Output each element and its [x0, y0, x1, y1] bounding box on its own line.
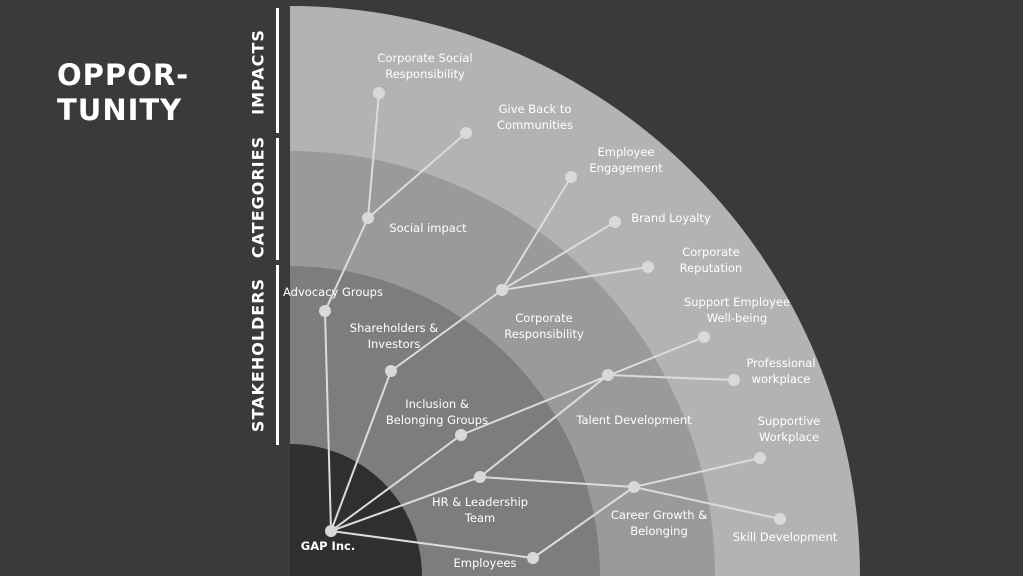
edge-shareholders-corp_resp [390, 289, 503, 372]
label-line: Engagement [589, 161, 663, 175]
label-line: Belonging [630, 524, 688, 538]
label-line: Employees [454, 556, 517, 570]
label-skill-dev: Skill Development [733, 530, 838, 544]
label-line: Investors [368, 337, 421, 351]
edge-gap-hr [330, 476, 481, 532]
label-line: Give Back to [499, 102, 572, 116]
label-line: Team [464, 511, 495, 525]
edge-career_growth-skill_dev [633, 486, 781, 520]
label-line: Workplace [759, 430, 819, 444]
label-gap: GAP Inc. [301, 539, 355, 553]
edge-corp_resp-engagement [501, 176, 572, 291]
core-ring [290, 444, 422, 576]
node-hr [474, 471, 486, 483]
label-advocacy: Advocacy Groups [283, 285, 383, 299]
label-line: Talent Development [575, 413, 692, 427]
label-line: GAP Inc. [301, 539, 355, 553]
node-give-back [460, 127, 472, 139]
node-talent-dev [602, 369, 614, 381]
label-line: Communities [497, 118, 573, 132]
label-social-impact: Social impact [389, 221, 467, 235]
label-line: Supportive [758, 414, 821, 428]
label-line: Support Employee [684, 295, 790, 309]
label-line: Reputation [680, 261, 743, 275]
label-line: Corporate Social [377, 51, 472, 65]
label-line: HR & Leadership [432, 495, 528, 509]
divider-stakeholders [276, 265, 279, 445]
label-line: Belonging Groups [386, 413, 488, 427]
label-give-back: Give Back to Communities [497, 102, 573, 132]
title-line-1: OPPOR- [57, 58, 190, 92]
edge-hr-career_growth [479, 476, 635, 488]
node-inclusion [455, 429, 467, 441]
node-csr [373, 87, 385, 99]
node-shareholders [385, 365, 397, 377]
edge-gap-advocacy [324, 310, 332, 532]
label-line: Skill Development [733, 530, 838, 544]
node-engagement [565, 171, 577, 183]
node-supportive [754, 452, 766, 464]
label-inclusion: Inclusion & Belonging Groups [386, 397, 488, 427]
node-corp-resp [496, 284, 508, 296]
label-line: Corporate [515, 311, 573, 325]
label-line: Employee [598, 145, 655, 159]
edge-advocacy-social_impact [324, 217, 369, 312]
label-line: Inclusion & [405, 397, 469, 411]
node-reputation [642, 261, 654, 273]
edge-corp_resp-brand_loyalty [501, 221, 616, 291]
edge-hr-talent_dev [479, 374, 609, 478]
node-social-impact [362, 212, 374, 224]
label-line: Career Growth & [611, 508, 707, 522]
node-advocacy [319, 305, 331, 317]
node-career-growth [628, 481, 640, 493]
node-wellbeing [698, 331, 710, 343]
label-talent-dev: Talent Development [575, 413, 692, 427]
label-line: Responsibility [504, 327, 584, 341]
label-brand-loyalty: Brand Loyalty [631, 211, 711, 225]
edge-inclusion-wellbeing [460, 336, 705, 436]
label-line: Advocacy Groups [283, 285, 383, 299]
label-employees: Employees [454, 556, 517, 570]
edge-gap-employees [330, 530, 534, 559]
edge-corp_resp-reputation [501, 266, 649, 291]
edge-social_impact-give_back [367, 132, 467, 219]
edge-gap-inclusion [330, 434, 462, 532]
divider-categories [276, 138, 279, 260]
divider-impacts [276, 8, 279, 133]
label-line: workplace [752, 372, 811, 386]
label-line: Social impact [389, 221, 467, 235]
label-line: Shareholders & [350, 321, 438, 335]
band-label-categories: CATEGORIES [248, 135, 268, 259]
label-shareholders: Shareholders & Investors [350, 321, 438, 351]
edge-social_impact-csr [367, 92, 380, 219]
label-line: Professional [746, 356, 815, 370]
label-line: Brand Loyalty [631, 211, 711, 225]
node-employees [527, 552, 539, 564]
label-career-growth: Career Growth & Belonging [611, 508, 707, 538]
band-label-impacts: IMPACTS [248, 29, 268, 115]
label-line: Well-being [707, 311, 767, 325]
label-line: Corporate [682, 245, 740, 259]
label-line: Responsibility [385, 67, 465, 81]
edge-employees-career_growth [532, 486, 635, 559]
node-gap [325, 525, 337, 537]
node-brand-loyalty [609, 216, 621, 228]
label-professional: Professional workplace [746, 356, 815, 386]
edge-talent_dev-professional [607, 374, 735, 381]
edge-career_growth-supportive [633, 457, 761, 488]
title-line-2: TUNITY [57, 93, 183, 127]
node-skill-dev [774, 513, 786, 525]
band-label-stakeholders: STAKEHOLDERS [248, 277, 268, 433]
edge-gap-shareholders [330, 370, 392, 532]
node-professional [728, 374, 740, 386]
